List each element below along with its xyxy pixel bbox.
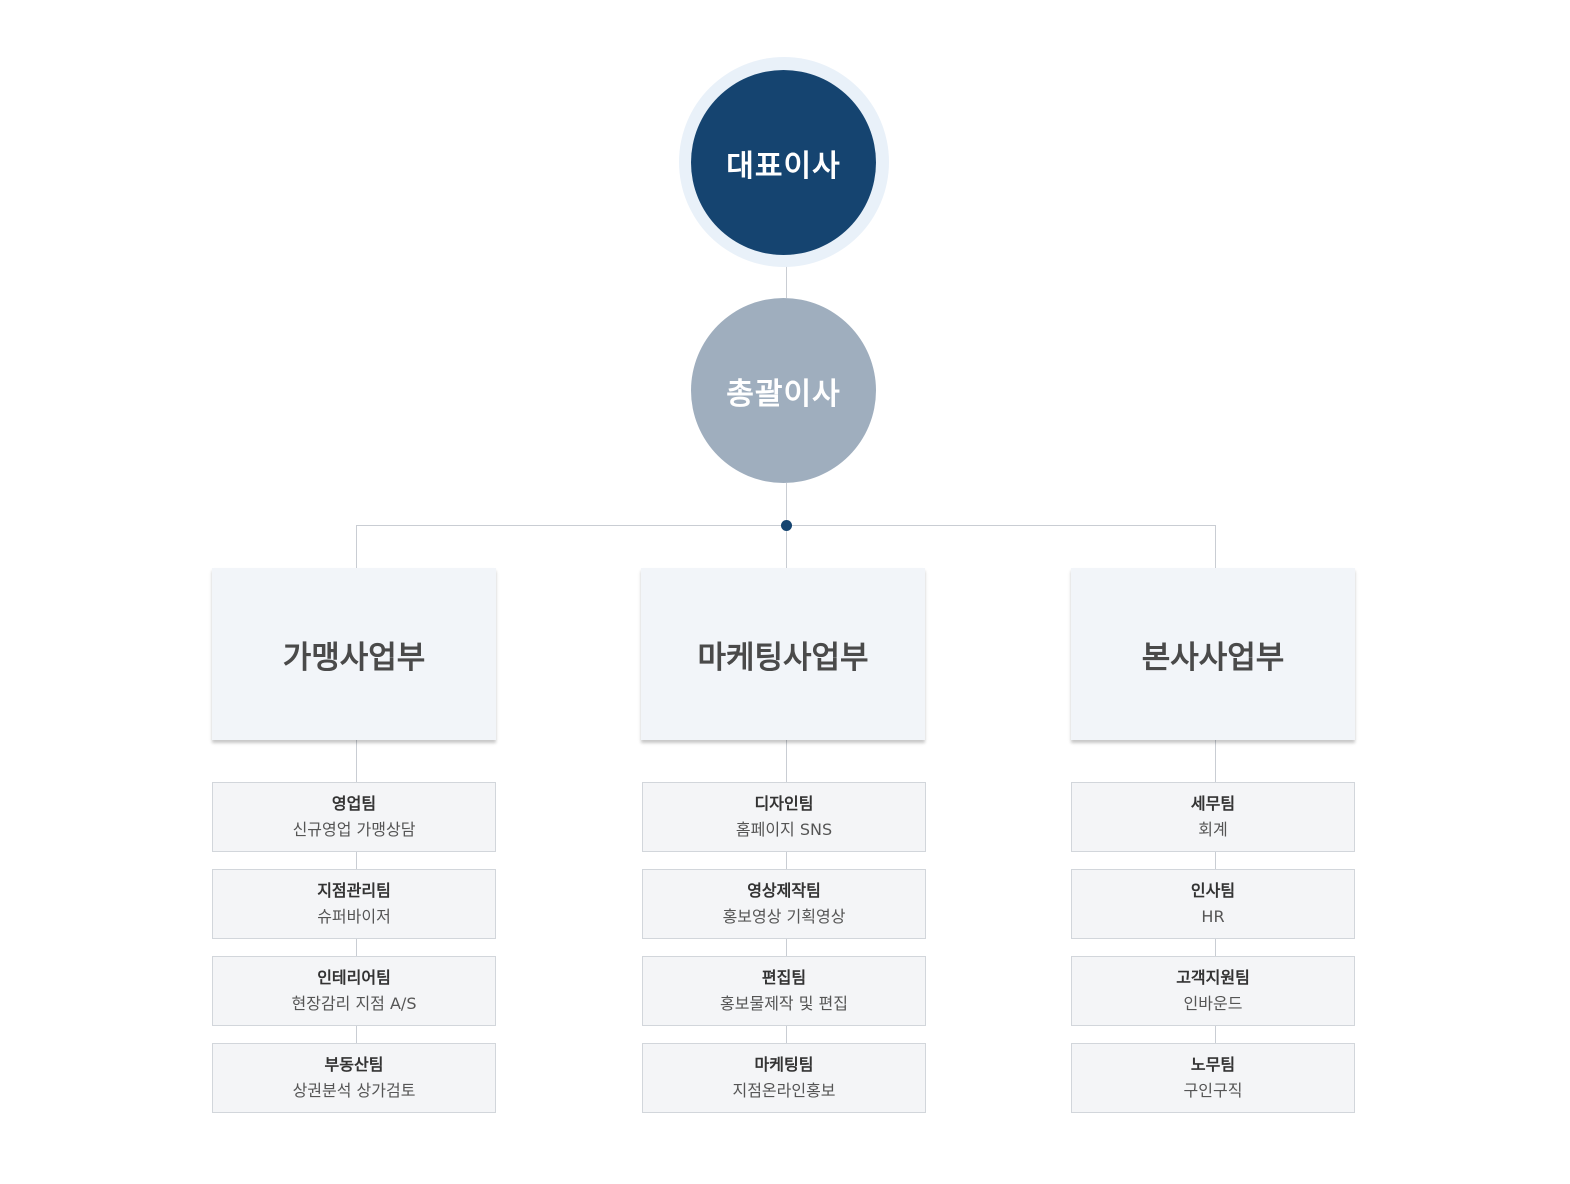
department-label: 마케팅사업부 [697, 639, 869, 676]
team-box: 고객지원팀 인바운드 [1071, 956, 1355, 1026]
department-franchise: 가맹사업부 [212, 568, 496, 740]
team-name: 인사팀 [1190, 880, 1236, 900]
department-headquarters: 본사사업부 [1071, 568, 1355, 740]
general-manager-node: 총괄이사 [691, 298, 876, 483]
team-name: 편집팀 [761, 967, 807, 987]
team-name: 고객지원팀 [1176, 967, 1250, 987]
team-description: 인바운드 [1183, 993, 1243, 1013]
team-box: 편집팀 홍보물제작 및 편집 [642, 956, 926, 1026]
team-description: HR [1201, 906, 1225, 926]
connector-dept-2 [786, 525, 787, 568]
department-marketing: 마케팅사업부 [641, 568, 925, 740]
team-box: 인사팀 HR [1071, 869, 1355, 939]
team-name: 인테리어팀 [317, 967, 391, 987]
team-name: 영상제작팀 [747, 880, 821, 900]
team-description: 슈퍼바이저 [317, 906, 391, 926]
team-description: 지점온라인홍보 [732, 1080, 836, 1100]
team-name: 마케팅팀 [754, 1054, 814, 1074]
connector-dept-3 [1215, 525, 1216, 568]
team-description: 구인구직 [1183, 1080, 1243, 1100]
team-name: 세무팀 [1190, 793, 1236, 813]
team-name: 부동산팀 [324, 1054, 384, 1074]
team-name: 지점관리팀 [317, 880, 391, 900]
general-manager-label: 총괄이사 [726, 376, 841, 412]
team-description: 홈페이지 SNS [735, 819, 833, 839]
team-box: 디자인팀 홈페이지 SNS [642, 782, 926, 852]
team-name: 영업팀 [331, 793, 377, 813]
connector-ceo-gm [786, 255, 787, 298]
team-box: 영상제작팀 홍보영상 기획영상 [642, 869, 926, 939]
team-box: 인테리어팀 현장감리 지점 A/S [212, 956, 496, 1026]
department-label: 본사사업부 [1141, 639, 1285, 676]
connector-gm-junction [786, 483, 787, 525]
team-box: 부동산팀 상권분석 상가검토 [212, 1043, 496, 1113]
team-description: 상권분석 상가검토 [292, 1080, 416, 1100]
connector-dept-1 [356, 525, 357, 568]
ceo-node: 대표이사 [691, 70, 876, 255]
team-name: 노무팀 [1190, 1054, 1236, 1074]
team-box: 노무팀 구인구직 [1071, 1043, 1355, 1113]
team-description: 현장감리 지점 A/S [291, 993, 417, 1013]
ceo-label: 대표이사 [726, 148, 841, 184]
team-box: 영업팀 신규영업 가맹상담 [212, 782, 496, 852]
department-label: 가맹사업부 [282, 639, 426, 676]
team-box: 세무팀 회계 [1071, 782, 1355, 852]
team-box: 지점관리팀 슈퍼바이저 [212, 869, 496, 939]
team-description: 홍보영상 기획영상 [722, 906, 846, 926]
team-box: 마케팅팀 지점온라인홍보 [642, 1043, 926, 1113]
team-name: 디자인팀 [754, 793, 814, 813]
team-description: 신규영업 가맹상담 [292, 819, 416, 839]
team-description: 회계 [1198, 819, 1228, 839]
junction-dot [781, 520, 792, 531]
team-description: 홍보물제작 및 편집 [720, 993, 848, 1013]
